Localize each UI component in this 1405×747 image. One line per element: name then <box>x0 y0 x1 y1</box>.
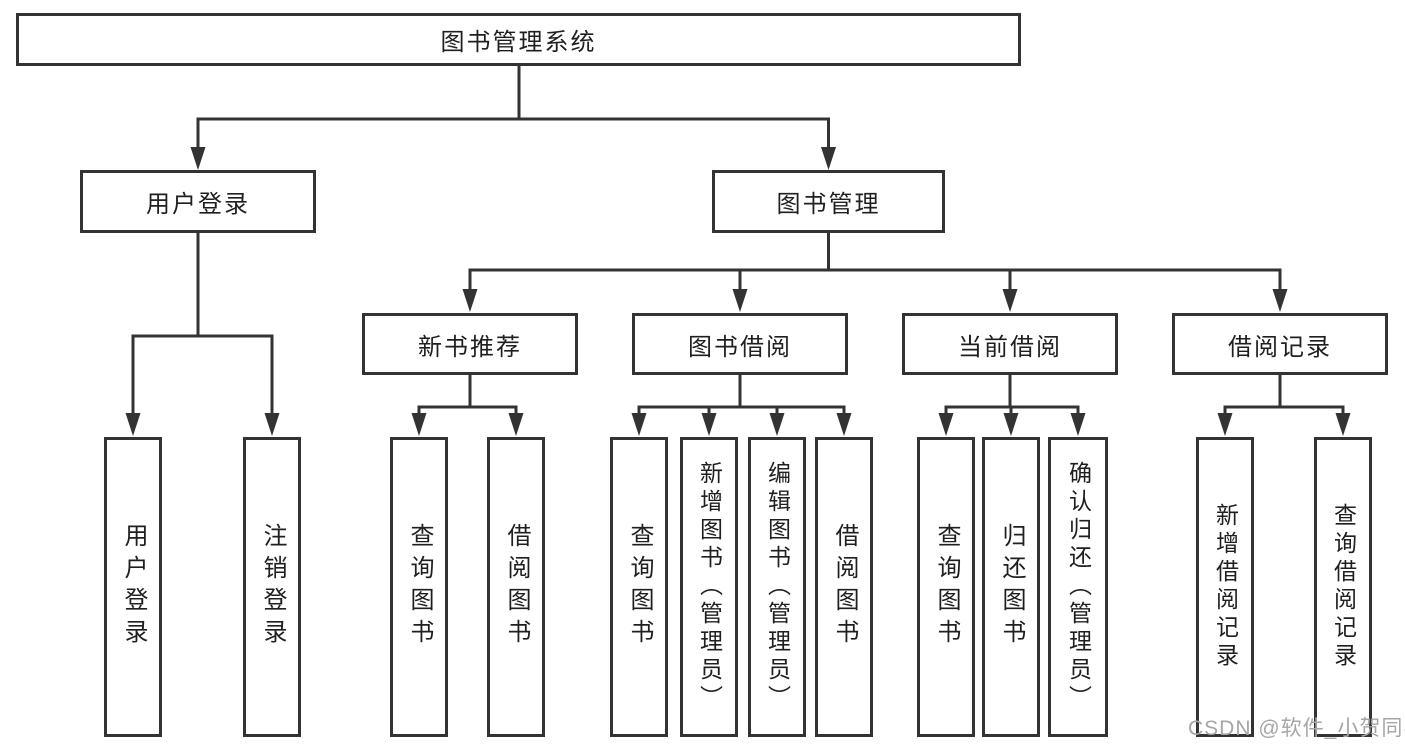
leaf-newbook-borrow-books-label: 借阅图书 <box>503 523 530 651</box>
node-book-management-label: 图书管理 <box>776 191 881 218</box>
leaf-user-login-label: 用户登录 <box>120 523 147 651</box>
node-borrow-records-label: 借阅记录 <box>1228 333 1332 361</box>
leaf-return-books-label: 归还图书 <box>998 523 1025 651</box>
leaf-return-books: 归还图书 <box>982 437 1040 737</box>
leaf-query-borrow-record: 查询借阅记录 <box>1314 437 1372 737</box>
leaf-newbook-query-books-label: 查询图书 <box>406 523 433 651</box>
leaf-borrow-books-label: 借阅图书 <box>831 523 858 651</box>
leaf-add-borrow-record: 新增借阅记录 <box>1196 437 1254 737</box>
leaf-edit-books-admin: 编辑图书（管理员） <box>748 437 806 737</box>
leaf-add-books-admin: 新增图书（管理员） <box>680 437 738 737</box>
node-root-system: 图书管理系统 <box>16 13 1021 66</box>
leaf-borrow-books: 借阅图书 <box>815 437 873 737</box>
node-borrow-records: 借阅记录 <box>1172 313 1388 375</box>
csdn-watermark: CSDN @软件_小贺同学 <box>1188 717 1405 740</box>
leaf-user-login: 用户登录 <box>104 437 162 737</box>
leaf-borrow-query-books: 查询图书 <box>610 437 668 737</box>
leaf-confirm-return-admin-label: 确认归还（管理员） <box>1065 461 1092 713</box>
leaf-query-borrow-record-label: 查询借阅记录 <box>1330 503 1357 671</box>
node-book-borrow: 图书借阅 <box>632 313 848 375</box>
node-current-borrow-label: 当前借阅 <box>958 333 1062 361</box>
leaf-newbook-borrow-books: 借阅图书 <box>487 437 545 737</box>
node-user-login-label: 用户登录 <box>146 191 250 218</box>
node-book-borrow-label: 图书借阅 <box>688 333 792 361</box>
node-root-label: 图书管理系统 <box>440 29 597 56</box>
node-current-borrow: 当前借阅 <box>902 313 1118 375</box>
leaf-logout: 注销登录 <box>243 437 301 737</box>
leaf-confirm-return-admin: 确认归还（管理员） <box>1048 437 1108 737</box>
leaf-add-books-admin-label: 新增图书（管理员） <box>696 461 723 713</box>
leaf-current-query-books-label: 查询图书 <box>933 523 960 651</box>
node-new-book-recommend: 新书推荐 <box>362 313 578 375</box>
leaf-current-query-books: 查询图书 <box>917 437 975 737</box>
node-book-management: 图书管理 <box>712 170 945 233</box>
leaf-edit-books-admin-label: 编辑图书（管理员） <box>764 461 791 713</box>
leaf-add-borrow-record-label: 新增借阅记录 <box>1212 503 1239 671</box>
leaf-newbook-query-books: 查询图书 <box>390 437 448 737</box>
leaf-logout-label: 注销登录 <box>259 523 286 651</box>
node-new-book-recommend-label: 新书推荐 <box>418 333 522 361</box>
leaf-borrow-query-books-label: 查询图书 <box>626 523 653 651</box>
node-user-login: 用户登录 <box>80 170 316 233</box>
